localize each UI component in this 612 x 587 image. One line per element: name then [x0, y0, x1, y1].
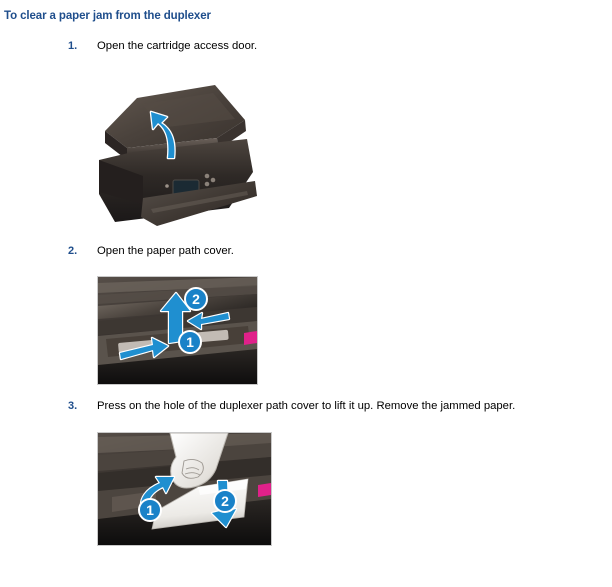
- blue-up-arrow-icon: [149, 110, 176, 160]
- page-title: To clear a paper jam from the duplexer: [4, 10, 211, 22]
- step-number-1: 1.: [68, 40, 78, 52]
- cartridge-magenta-edge: [244, 331, 257, 345]
- panel-button-c: [204, 181, 210, 187]
- printer-body-left: [99, 160, 143, 204]
- callout-badge-2: 2: [184, 287, 208, 311]
- callout-badge-2-label: 2: [192, 291, 200, 307]
- step-text-2: Open the paper path cover.: [97, 245, 234, 257]
- step-text-1: Open the cartridge access door.: [97, 40, 258, 52]
- step-number-2: 2.: [68, 245, 78, 257]
- callout-badge-1: 1: [178, 330, 202, 354]
- fingertip-detail: [181, 458, 204, 479]
- callout-badge-2: 2: [213, 489, 237, 513]
- blue-pull-arrow-icon: [186, 311, 231, 331]
- output-tray-highlight: [151, 191, 248, 213]
- hand-finger-illustration: [169, 433, 229, 489]
- figure-duplexer-path-cover: 1 2: [97, 432, 272, 546]
- housing-band-1: [98, 277, 257, 293]
- panel-led-left: [165, 184, 169, 188]
- step-text-3: Press on the hole of the duplexer path c…: [97, 400, 516, 412]
- duplexer-photo: 1 2: [98, 433, 271, 545]
- door-left-edge: [105, 131, 127, 160]
- step-number-3: 3.: [68, 400, 78, 412]
- callout-badge-2-label: 2: [221, 493, 229, 509]
- callout-badge-1-label: 1: [146, 502, 154, 518]
- paper-path-photo: 1 2: [98, 277, 257, 384]
- printer-illustration: [99, 85, 257, 226]
- figure-paper-path-cover: 1 2: [97, 276, 258, 385]
- cartridge-magenta-edge: [258, 483, 271, 497]
- callout-badge-1: 1: [138, 498, 162, 522]
- panel-button-b: [210, 177, 216, 183]
- panel-button-a: [204, 173, 210, 179]
- figure-printer-open-cartridge-door: [97, 76, 257, 228]
- blue-push-arrow-icon: [118, 336, 170, 361]
- lower-shadow: [98, 349, 257, 384]
- callout-badge-1-label: 1: [186, 334, 194, 350]
